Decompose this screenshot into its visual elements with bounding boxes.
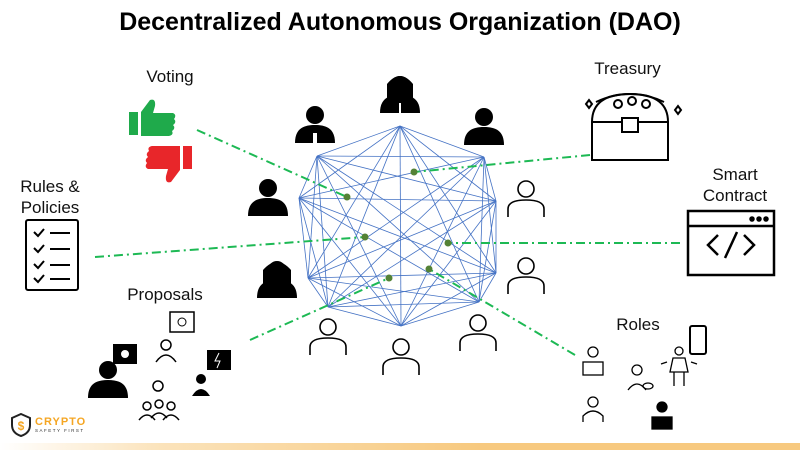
network-edge bbox=[298, 197, 329, 308]
network-edge bbox=[307, 277, 329, 308]
network-edge bbox=[298, 197, 497, 202]
label-treasury: Treasury bbox=[594, 59, 661, 78]
network-edge bbox=[307, 277, 402, 327]
network-edge bbox=[478, 200, 497, 303]
network-edge bbox=[327, 306, 402, 327]
label-proposals: Proposals bbox=[127, 285, 203, 304]
label-smart-contract: Smart Contract bbox=[690, 164, 780, 206]
network-edge bbox=[307, 277, 480, 303]
network-edge bbox=[399, 125, 485, 158]
network-edge bbox=[399, 125, 497, 202]
network-edge bbox=[298, 197, 309, 279]
network-edge bbox=[307, 156, 485, 279]
network-edge bbox=[307, 200, 497, 279]
network-edge bbox=[399, 125, 480, 303]
connector-dot bbox=[361, 233, 369, 241]
network-edge bbox=[483, 156, 497, 202]
network-edge bbox=[327, 156, 485, 308]
network-edge bbox=[316, 155, 497, 202]
network-edge bbox=[478, 272, 497, 303]
connector-line bbox=[249, 277, 390, 341]
network-edge bbox=[399, 125, 497, 274]
connector-line bbox=[94, 236, 366, 258]
connector-dot bbox=[425, 265, 433, 273]
network-edge bbox=[298, 197, 480, 303]
network-edge bbox=[316, 155, 329, 308]
network-edge bbox=[298, 155, 318, 199]
logo-text-safety-first: SAFETY FIRST bbox=[35, 428, 85, 433]
network-edge bbox=[307, 155, 318, 279]
connector-lines bbox=[94, 129, 680, 356]
label-smart-line1: Smart bbox=[712, 165, 758, 184]
network-edge bbox=[316, 155, 402, 327]
network-edge bbox=[298, 125, 401, 199]
network-edge bbox=[400, 272, 497, 327]
network-edge bbox=[483, 156, 497, 274]
checklist-icon bbox=[25, 219, 79, 291]
network-edge bbox=[327, 301, 480, 308]
member-icon bbox=[248, 76, 545, 376]
proposal-idea-icon bbox=[88, 311, 231, 421]
logo-text-crypto: CRYPTO bbox=[35, 416, 87, 428]
network-edge bbox=[478, 156, 485, 303]
network-edge bbox=[400, 200, 497, 327]
network-edge bbox=[400, 156, 485, 327]
connector-dot bbox=[343, 193, 351, 201]
network-edge bbox=[298, 197, 497, 274]
thumbs-down-icon bbox=[145, 146, 192, 183]
connector-line bbox=[428, 268, 576, 356]
label-voting: Voting bbox=[146, 67, 194, 86]
network-edge bbox=[298, 197, 402, 327]
network-mesh bbox=[298, 125, 497, 327]
network-edge bbox=[307, 125, 401, 279]
label-roles: Roles bbox=[616, 315, 660, 334]
network-edge bbox=[327, 272, 497, 308]
thumbs-up-icon bbox=[129, 99, 176, 136]
connector-dot bbox=[444, 239, 452, 247]
network-edge bbox=[316, 155, 497, 274]
label-rules-line1: Rules & bbox=[20, 177, 80, 196]
network-edge bbox=[316, 155, 485, 158]
label-contract-line2: Contract bbox=[702, 186, 768, 205]
network-edge bbox=[307, 272, 497, 279]
network-edge bbox=[316, 125, 401, 157]
smart-contract-window-icon bbox=[686, 209, 776, 277]
connector-dot bbox=[385, 274, 393, 282]
network-edge bbox=[400, 301, 480, 327]
network-edge bbox=[316, 155, 480, 303]
roles-icons bbox=[582, 325, 707, 430]
shield-logo-icon: $ bbox=[11, 413, 31, 437]
network-edge bbox=[298, 156, 485, 199]
treasury-chest-icon bbox=[584, 92, 683, 161]
label-rules-line2: Policies bbox=[20, 198, 80, 217]
connector-line bbox=[196, 129, 348, 198]
network-edge bbox=[327, 200, 497, 308]
page-title: Decentralized Autonomous Organization (D… bbox=[119, 8, 681, 36]
connector-line bbox=[413, 154, 591, 173]
label-rules-policies: Rules & Policies bbox=[10, 176, 90, 218]
crypto-safety-first-logo: $ CRYPTO SAFETY FIRST bbox=[10, 413, 86, 437]
svg-text:$: $ bbox=[18, 419, 25, 433]
network-edge bbox=[399, 125, 402, 327]
connector-dot bbox=[410, 168, 418, 176]
bottom-accent-bar bbox=[0, 443, 800, 450]
